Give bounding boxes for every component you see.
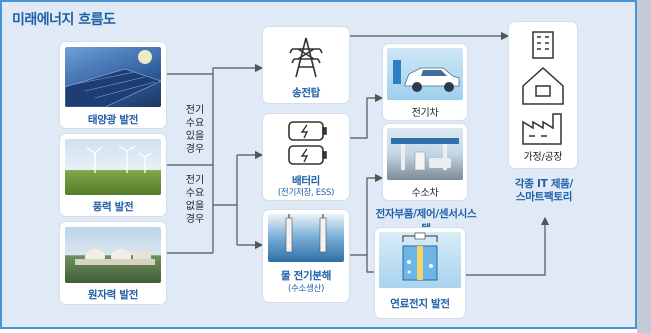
ev-label: 전기차 — [411, 108, 439, 119]
battery-icon — [288, 121, 327, 165]
battery-label: 배터리 — [291, 175, 321, 187]
tower-label: 송전탑 — [291, 87, 321, 99]
hydrogen-label: 수소차 — [411, 188, 439, 199]
solar-card: 태양광 발전 — [60, 42, 166, 128]
hydrogen-station-image — [387, 128, 463, 180]
solar-panel-image — [65, 47, 161, 107]
wind-card: 풍력 발전 — [60, 134, 166, 216]
battery-card: 배터리 (전기저장, ESS) — [263, 114, 349, 200]
fuelcell-label: 연료전지 발전 — [390, 298, 450, 310]
wind-turbine-icon — [86, 145, 152, 173]
home-factory-card: 가정/공장 — [509, 22, 577, 168]
ev-image — [387, 48, 463, 100]
battery-sublabel: (전기저장, ESS) — [277, 188, 335, 198]
electrolysis-label: 물 전기분해 — [280, 270, 332, 282]
hydrogen-station-icon — [391, 138, 459, 171]
electrolysis-icon — [285, 214, 327, 253]
hydrogen-card: 수소차 — [383, 124, 467, 200]
home-factory-label: 가정/공장 — [523, 152, 563, 163]
it-products-label: 각종 IT 제품/ 스마트팩토리 — [514, 178, 574, 203]
fuelcell-card: 연료전지 발전 — [375, 228, 465, 318]
diagram-title: 미래에너지 흐름도 — [12, 12, 116, 28]
nuclear-plant-image — [65, 227, 161, 283]
solar-panel-icon — [65, 50, 161, 107]
nuclear-plant-icon — [75, 249, 155, 265]
electrolysis-image — [268, 214, 344, 262]
building-icon — [522, 31, 564, 145]
tower-card: 송전탑 — [263, 27, 349, 103]
fuel-cell-icon — [402, 232, 438, 281]
electrolysis-sublabel: (수소생산) — [287, 284, 325, 294]
wind-label: 풍력 발전 — [92, 201, 134, 213]
wind-farm-image — [65, 139, 161, 195]
electrolysis-card: 물 전기분해 (수소생산) — [263, 210, 349, 302]
nuclear-card: 원자력 발전 — [60, 222, 166, 304]
fuelcell-image — [379, 232, 461, 288]
transmission-tower-icon — [289, 37, 323, 78]
electric-car-icon — [393, 60, 460, 92]
ev-card: 전기차 — [383, 44, 467, 120]
side-scrollbar — [637, 0, 651, 333]
nuclear-label: 원자력 발전 — [87, 289, 139, 301]
solar-label: 태양광 발전 — [87, 114, 139, 126]
